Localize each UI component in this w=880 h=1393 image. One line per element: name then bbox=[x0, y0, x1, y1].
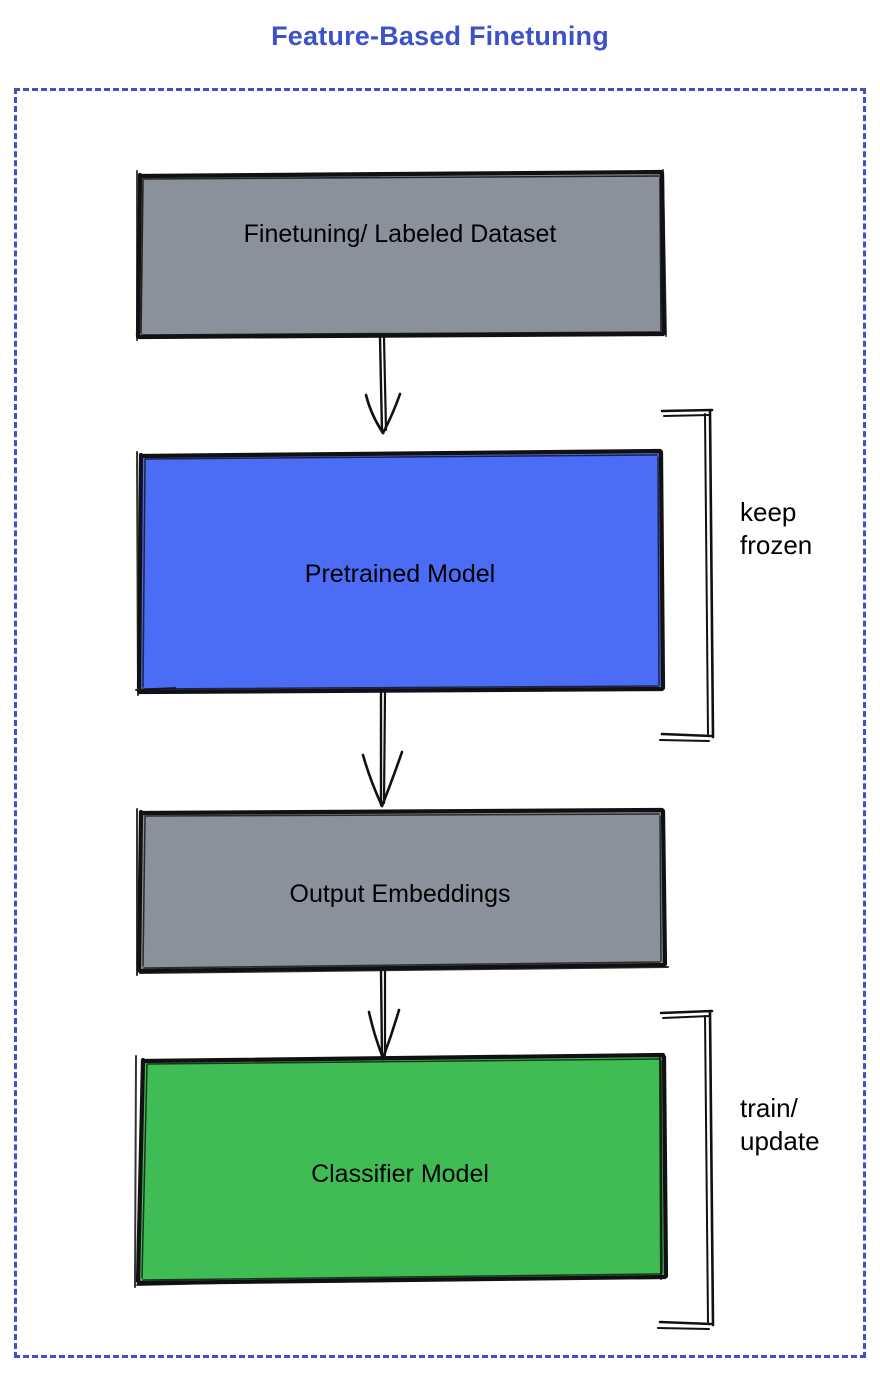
node-pretrained-model-label: Pretrained Model bbox=[304, 560, 496, 588]
node-dataset-label: Finetuning/ Labeled Dataset bbox=[243, 220, 557, 248]
node-output-embeddings-label: Output Embeddings bbox=[289, 880, 511, 908]
page-title: Feature-Based Finetuning bbox=[271, 21, 609, 51]
node-classifier-model-label: Classifier Model bbox=[311, 1160, 489, 1188]
annotation-keep-frozen-label: keep frozen bbox=[740, 497, 813, 560]
annotation-train-update-label: train/ update bbox=[740, 1093, 820, 1156]
dashed-container-frame bbox=[14, 88, 866, 1358]
